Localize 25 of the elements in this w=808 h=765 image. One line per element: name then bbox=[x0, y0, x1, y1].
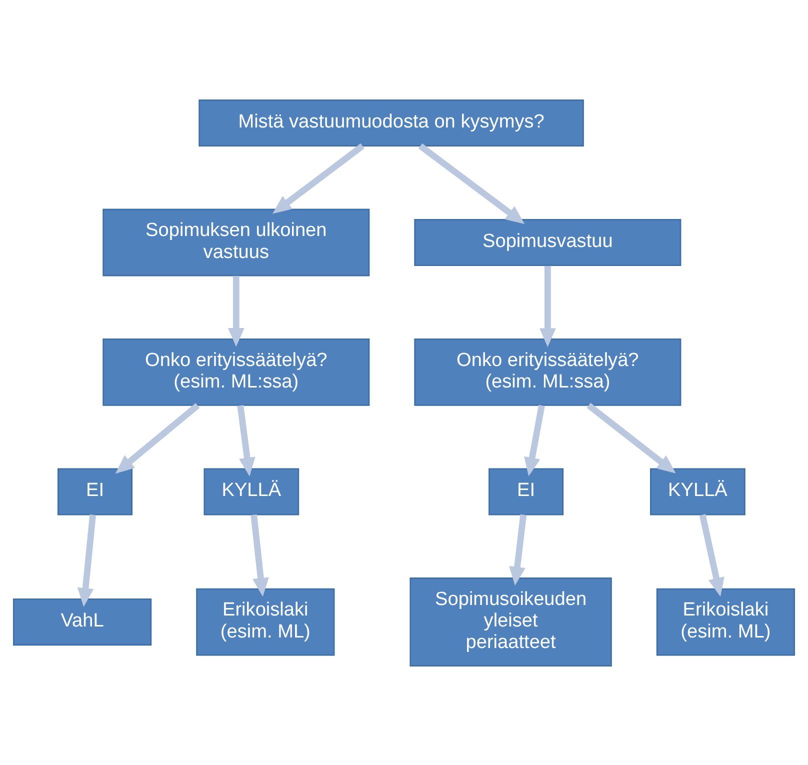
arrow bbox=[272, 142, 364, 214]
arrow bbox=[699, 513, 724, 596]
node-box: Erikoislaki (esim. ML) bbox=[656, 588, 795, 656]
node-box: EI bbox=[488, 468, 564, 515]
node-box: Sopimusvastuu bbox=[414, 218, 682, 266]
arrow bbox=[250, 514, 269, 596]
node-box: EI bbox=[58, 468, 133, 515]
arrow bbox=[228, 275, 244, 346]
arrow bbox=[115, 402, 200, 474]
arrow bbox=[237, 404, 256, 476]
arrow bbox=[509, 514, 527, 586]
node-box: Sopimuksen ulkoinen vastuus bbox=[102, 208, 370, 276]
node-box: VahL bbox=[13, 598, 152, 646]
node-box: KYLLÄ bbox=[204, 468, 300, 515]
node-box: Erikoislaki (esim. ML) bbox=[196, 588, 335, 656]
arrow bbox=[77, 514, 96, 606]
node-box: Sopimusoikeuden yleiset periaatteet bbox=[410, 577, 612, 666]
node-box: Mistä vastuumuodosta on kysymys? bbox=[198, 98, 584, 146]
arrow bbox=[540, 265, 556, 346]
arrow bbox=[586, 402, 676, 473]
arrow bbox=[418, 142, 525, 224]
node-box: KYLLÄ bbox=[650, 468, 746, 515]
arrow bbox=[524, 404, 545, 476]
node-box: Onko erityissäätelyä? (esim. ML:ssa) bbox=[102, 338, 370, 406]
node-box: Onko erityissäätelyä? (esim. ML:ssa) bbox=[414, 338, 682, 406]
